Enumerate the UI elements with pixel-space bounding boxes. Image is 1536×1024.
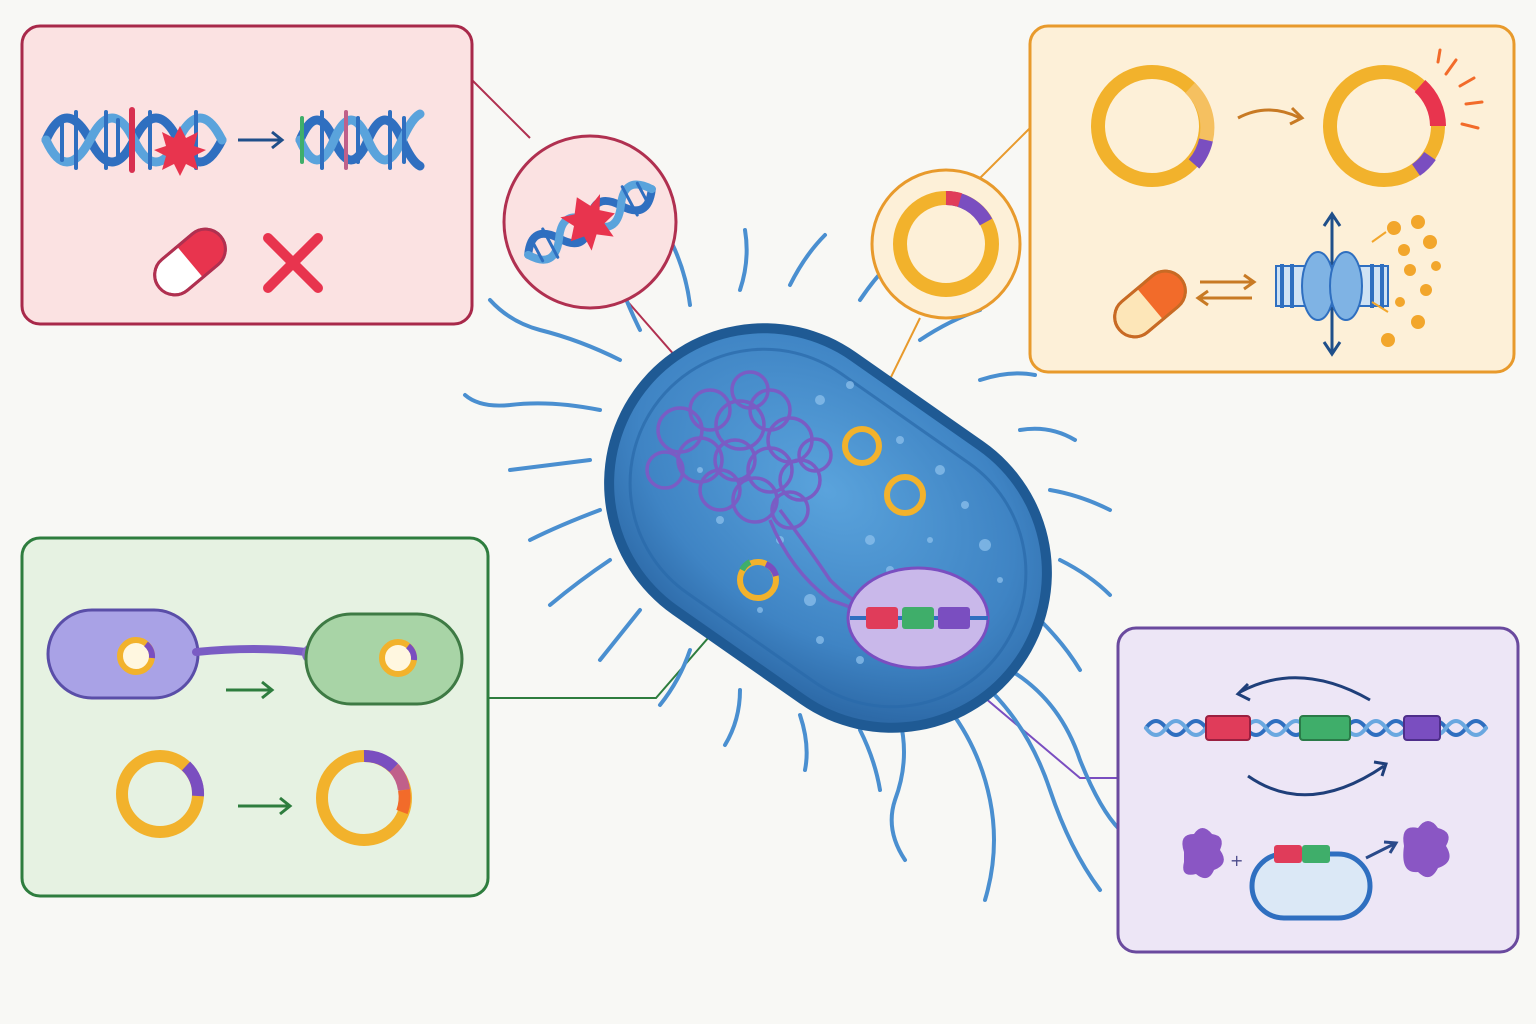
antibiotic-capsule-icon: [153, 227, 227, 297]
mutation-panel: [20, 24, 474, 326]
plasmid-icon: [117, 637, 156, 675]
efflux-pump-icon: [1275, 211, 1389, 357]
cycle-arrow-icon: [1235, 676, 1371, 702]
flagella-icon: [463, 228, 1122, 902]
plus-sign: +: [1230, 851, 1243, 870]
plasmid-icon: [116, 750, 205, 838]
arrow-right-icon: [238, 130, 285, 150]
arrow-right-icon: [226, 680, 275, 700]
plasmid-icon: [379, 639, 418, 677]
plasmid-icon: [316, 750, 412, 846]
cycle-arrow-icon: [1247, 760, 1388, 797]
pilus-bridge-icon: [192, 645, 310, 656]
arrow-right-icon: [238, 796, 293, 816]
curved-arrow-icon: [1237, 106, 1305, 126]
leader-plasmid: [979, 127, 1031, 179]
dna-helix-icon: [524, 180, 656, 264]
gene-cluster-icon: [846, 566, 990, 670]
arrow-right-icon: [1365, 840, 1399, 860]
plasmid-icon: [1091, 65, 1215, 187]
transposon-panel: +: [1116, 626, 1520, 954]
transfer-panel: [20, 536, 490, 898]
leader-mutation: [471, 79, 531, 139]
circular-intermediate-icon: [1249, 845, 1373, 921]
plasmid-damaged-icon: [1323, 48, 1484, 187]
particle-icon: [1381, 215, 1441, 347]
mutation-burst-icon: [154, 126, 206, 176]
gene-cassette-icon: [1205, 715, 1441, 741]
enzyme-blob-icon: [1403, 821, 1450, 878]
double-arrow-icon: [1195, 273, 1257, 307]
enzyme-blob-icon: [1182, 828, 1224, 879]
cross-mark-icon: [263, 233, 323, 293]
antibiotic-capsule-icon: [1113, 269, 1187, 339]
magnifier-callout-plasmid: [870, 168, 1022, 320]
magnifier-callout-mutation: [502, 134, 678, 310]
cytoplasm-granules: [697, 381, 1003, 664]
plasmid-ring-icon: [737, 426, 926, 601]
dna-helix-repaired-icon: [295, 109, 425, 171]
plasmid-panel: [1028, 24, 1516, 374]
